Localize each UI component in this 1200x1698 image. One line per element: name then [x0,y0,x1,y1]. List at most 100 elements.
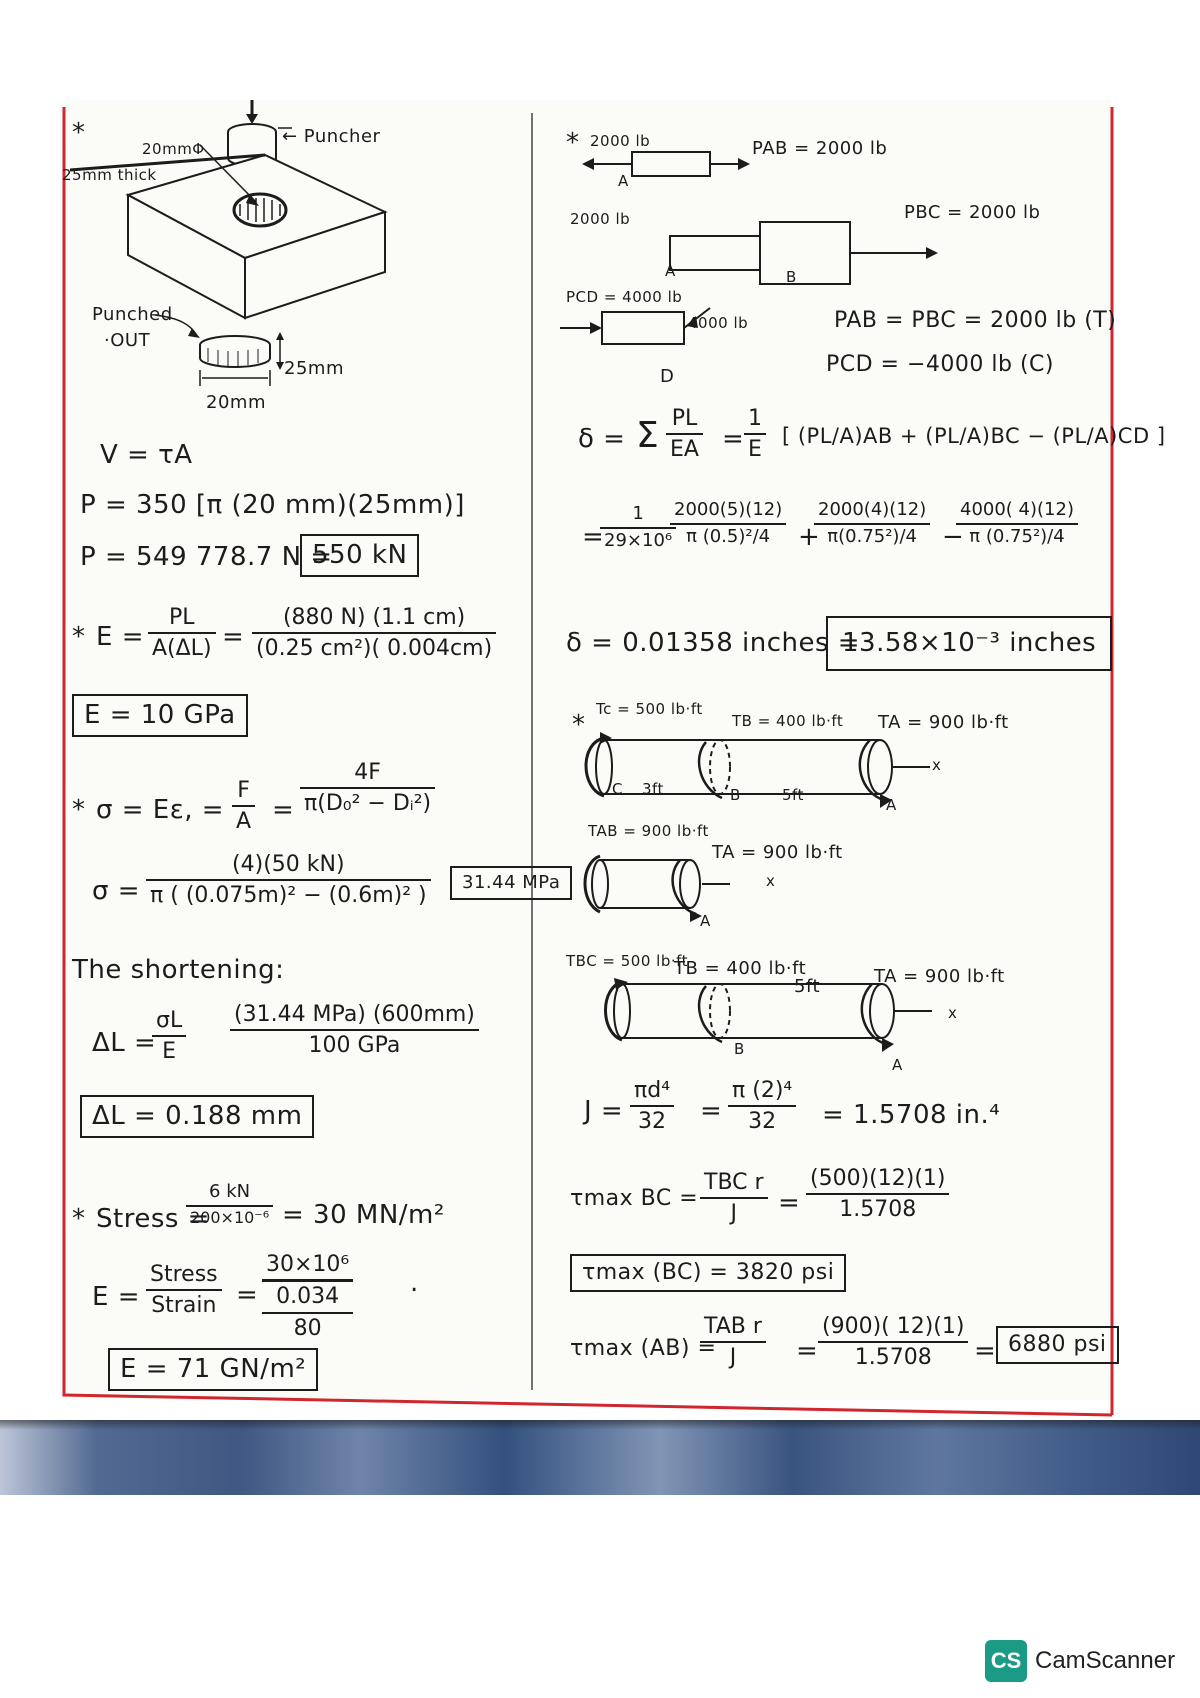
denominator: A(ΔL) [152,636,212,662]
tau-ab-lhs: τmax (AB) = [570,1336,717,1361]
pbc-label: PBC = 2000 lb [904,202,1041,223]
scanner-logo: CS CamScanner [985,1640,1175,1682]
numerator: 4000( 4)(12) [960,499,1074,520]
stress-label: Stress = [96,1204,210,1234]
polar-moment-lhs: J = [584,1096,624,1126]
problem-marker: * [72,795,86,825]
denominator: π ( (0.075m)² − (0.6m)² ) [150,883,427,909]
thickness-label: 25mm thick [62,166,157,184]
denominator: 80 [293,1315,322,1341]
problem-marker: * [572,710,586,740]
torque-label: TA = 900 lb·ft [878,712,1009,733]
problem-marker: * [72,1204,86,1234]
torque-label: TA = 900 lb·ft [874,966,1005,987]
numerator: TBC r [704,1170,764,1195]
fraction: π (2)⁴ 32 [728,1078,797,1135]
equals-sign: = [796,1336,819,1366]
fraction: (900)( 12)(1) 1.5708 [818,1314,969,1371]
numerator: Stress [150,1262,218,1287]
summation-sign: Σ [636,415,660,456]
axial-bar-diagram [560,151,938,345]
stress-lhs: σ = Eε, = [96,795,225,825]
denominator: A [236,809,252,835]
fraction: Stress Strain [146,1262,222,1319]
point-label: A [700,912,711,930]
numerator: PL [671,406,698,431]
fraction: (4)(50 kN) π ( (0.075m)² − (0.6m)² ) [146,852,431,909]
numerator: TAB r [704,1314,762,1339]
answer-box: E = 10 GPa [72,694,248,738]
denominator: π (0.75²)/4 [969,525,1065,547]
page-border [62,107,1114,1417]
tau-bc-lhs: τmax BC = [570,1186,699,1211]
denominator: 29×10⁶ [604,529,673,551]
answer-box: 550 kN [300,534,420,578]
polar-moment-result: = 1.5708 in.⁴ [822,1100,1001,1130]
denominator: 32 [638,1109,667,1135]
shaft-diagram-ab [583,854,730,922]
notebook-page [62,100,1112,1400]
point-label: B [730,786,741,804]
result-line: PCD = −4000 lb (C) [826,352,1055,377]
denominator: EA [670,437,699,463]
pcd-label: PCD = 4000 lb [566,288,683,306]
shaft-diagram-bc [604,978,932,1052]
equals-sign: = [272,795,295,825]
fraction: σL E [152,1008,187,1065]
numerator: 4F [354,760,381,785]
numerator: σL [156,1008,183,1033]
denominator: 100 GPa [308,1033,401,1059]
denominator: 1.5708 [839,1197,917,1223]
fraction: PL A(ΔL) [148,605,216,662]
point-label: B [734,1040,745,1058]
minus-sign: − [942,522,965,552]
fraction: 4F π(D₀² − Dᵢ²) [300,760,436,817]
numerator: 30×10⁶ [266,1252,350,1277]
force-label: 4000 lb [688,314,749,332]
axis-label: x [766,872,776,890]
answer-box: 13.58×10⁻³ inches [826,616,1113,672]
answer-box: ΔL = 0.188 mm [80,1095,315,1139]
denominator: E [748,437,762,463]
fraction: 2000(5)(12) π (0.5)²/4 [670,499,787,547]
torque-label: TAB = 900 lb·ft [588,822,709,840]
modulus-lhs: E = [92,1282,140,1312]
denominator: (0.25 cm²)( 0.004cm) [256,636,493,662]
delta-lhs: ΔL = [92,1028,157,1058]
equals-sign: = [974,1336,997,1366]
problem-marker: * [72,118,86,148]
stress-result: = 30 MN/m² [282,1200,445,1230]
point-label: A [665,262,676,280]
fraction: TAB r J [700,1314,766,1371]
fraction: 1 E [744,406,766,463]
answer-box: 6880 psi [996,1326,1119,1365]
numerator: (880 N) (1.1 cm) [282,605,466,630]
numerator: πd⁴ [634,1078,671,1103]
logo-mark: CS [985,1640,1027,1682]
point-label: D [660,366,675,387]
diameter-label: 20mmΦ [142,140,205,158]
length-label: 3ft [642,780,664,798]
end-dot: . [410,1268,419,1298]
torque-label: TB = 400 lb·ft [732,712,844,730]
fraction: 1 29×10⁶ [600,503,677,551]
torque-label: TBC = 500 lb·ft [566,952,689,970]
shortening-heading: The shortening: [72,955,285,985]
out-label: ·OUT [104,330,151,351]
fraction: (31.44 MPa) (600mm) 100 GPa [230,1002,479,1059]
answer-box: E = 71 GN/m² [108,1348,319,1392]
equals-sign: = [222,622,245,652]
denominator: 0.034 [276,1284,340,1310]
axis-label: x [932,756,942,774]
denominator: 1.5708 [854,1345,932,1371]
point-label: A [618,172,629,190]
numerator: π (2)⁴ [732,1078,793,1103]
point-label: B [786,268,797,286]
denominator: π(0.75²)/4 [827,525,917,547]
numerator: (900)( 12)(1) [822,1314,965,1339]
sigma-lhs: σ = [92,876,141,906]
numerator: 1 [748,406,762,431]
point-label: A [892,1056,903,1074]
denominator: J [729,1345,737,1371]
length-label: 5ft [794,976,821,997]
